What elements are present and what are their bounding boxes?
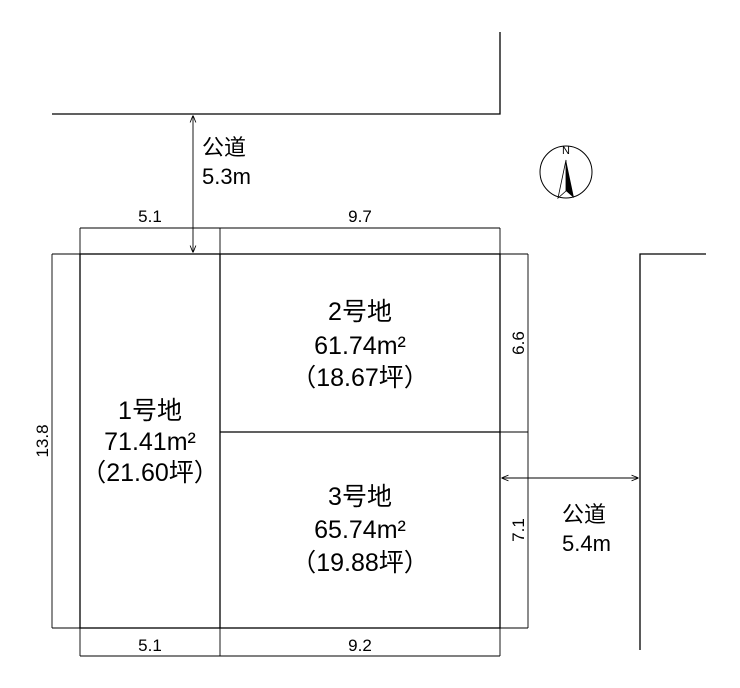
- dim-bottom-right-label: 9.2: [348, 636, 372, 655]
- lot-3-tsubo: （19.88坪）: [291, 549, 429, 577]
- compass-north-label: N: [562, 145, 570, 157]
- dim-right-upper-label: 6.6: [509, 331, 528, 355]
- dim-top-left-label: 5.1: [138, 207, 162, 226]
- road-edge-top: [52, 32, 501, 115]
- road-edge-right: [639, 253, 706, 650]
- dim-right-lower-label: 7.1: [509, 518, 528, 542]
- road-top-name: 公道: [202, 135, 246, 160]
- lot-1-tsubo: （21.60坪）: [81, 459, 219, 487]
- lot-2-tsubo: （18.67坪）: [291, 364, 429, 392]
- dim-left-label: 13.8: [33, 424, 52, 457]
- lot-2-area: 61.74m²: [314, 332, 406, 360]
- site-outline: [79, 253, 501, 629]
- road-right-width: 5.4m: [562, 531, 611, 556]
- lot-1-area: 71.41m²: [104, 428, 196, 456]
- road-top-width: 5.3m: [202, 164, 251, 189]
- dim-top-right-label: 9.7: [348, 207, 372, 226]
- lot-2-name: 2号地: [328, 298, 392, 326]
- lot-3-name: 3号地: [328, 483, 392, 511]
- lot-1-name: 1号地: [118, 397, 182, 425]
- lot-3-area: 65.74m²: [314, 516, 406, 544]
- north-compass-icon: N: [539, 145, 593, 200]
- road-right-name: 公道: [562, 502, 606, 527]
- dim-bottom-left-label: 5.1: [138, 636, 162, 655]
